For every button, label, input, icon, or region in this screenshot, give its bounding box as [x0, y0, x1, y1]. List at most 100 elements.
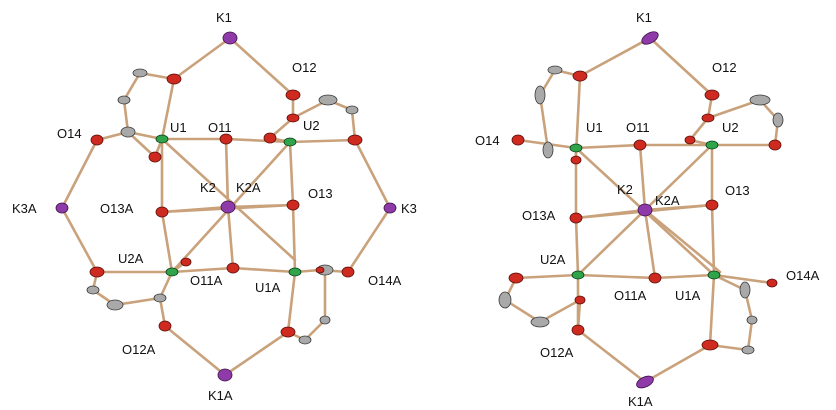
atom-o: [768, 139, 782, 151]
atom-u2a: [165, 267, 179, 277]
label-u2a: U2A: [118, 251, 144, 266]
atom-o12: [704, 89, 720, 101]
atom-o: [572, 70, 588, 82]
label-o11a: O11A: [614, 288, 647, 303]
atom-o11: [219, 133, 233, 145]
atom-o: [315, 266, 325, 274]
atom-o: [347, 134, 363, 146]
atom-k3a: [55, 202, 69, 214]
label-u2a: U2A: [540, 252, 566, 267]
label-o11: O11: [626, 120, 650, 135]
atom-c: [741, 345, 755, 355]
atom-k1a: [636, 375, 654, 389]
atom-c: [749, 94, 771, 106]
atom-c: [298, 335, 312, 345]
label-u1: U1: [586, 120, 603, 135]
label-k1: K1: [216, 10, 232, 25]
atom-c: [498, 291, 512, 309]
label-o14a: O14A: [368, 273, 402, 288]
atom-c: [132, 68, 148, 78]
atom-c: [319, 315, 331, 325]
atom-o13: [286, 199, 300, 211]
left-structure: K1 O12 O14 U1 O11 U2 K2 K2A K3A O13A O13…: [12, 10, 417, 403]
atom-k1a: [217, 368, 233, 382]
label-o12: O12: [292, 60, 317, 75]
atom-o12: [285, 89, 301, 101]
label-u2: U2: [722, 120, 739, 135]
atom-o12a: [158, 320, 172, 332]
label-o14a: O14A: [786, 268, 820, 283]
atom-o: [263, 132, 277, 144]
atom-c: [739, 281, 751, 299]
atom-o14a: [341, 266, 355, 278]
atom-u1: [155, 134, 169, 144]
atom-o: [574, 295, 586, 305]
atom-c: [547, 65, 563, 75]
label-u2: U2: [303, 118, 320, 133]
atom-o11a: [648, 272, 662, 284]
label-u1: U1: [170, 120, 187, 135]
atom-o: [148, 151, 162, 163]
label-k2: K2: [617, 182, 633, 197]
label-k1: K1: [636, 10, 652, 25]
right-structure: K1 O12 O14 U1 O11 U2 K2 K2A O13A O13 U2A…: [475, 10, 820, 409]
atom-o13a: [569, 212, 583, 224]
label-o12a: O12A: [540, 345, 574, 360]
atom-o: [570, 155, 582, 165]
label-k2: K2: [200, 180, 216, 195]
left-atoms: [55, 31, 397, 382]
label-k1a: K1A: [628, 394, 653, 409]
atom-o14: [511, 134, 525, 146]
atom-o: [701, 113, 715, 123]
atom-o: [286, 113, 300, 123]
label-o13: O13: [308, 186, 333, 201]
atom-o11: [633, 139, 647, 151]
label-o11: O11: [208, 120, 232, 135]
atom-c: [153, 293, 167, 303]
label-k3a: K3A: [12, 201, 37, 216]
atom-k1: [222, 31, 238, 45]
label-o13a: O13A: [522, 208, 556, 223]
atom-k2: [637, 203, 653, 217]
atom-o: [701, 339, 719, 351]
label-k2a: K2A: [655, 193, 680, 208]
atom-u1a: [288, 267, 302, 277]
right-atoms: [498, 31, 784, 389]
atom-o14a: [766, 278, 778, 288]
atom-c: [345, 105, 359, 115]
label-u1a: U1A: [675, 288, 701, 303]
atom-c: [117, 95, 131, 105]
atom-c: [106, 299, 124, 311]
atom-k2: [220, 200, 236, 214]
atom-u1: [569, 143, 583, 153]
atom-o11a: [226, 262, 240, 274]
atom-o12a: [571, 324, 585, 336]
atom-o: [180, 257, 192, 267]
label-o12: O12: [712, 60, 737, 75]
atom-u2a: [571, 270, 585, 280]
atom-o: [166, 73, 182, 85]
atom-o: [508, 272, 524, 284]
atom-u2: [705, 140, 719, 150]
atom-o: [684, 135, 696, 145]
atom-c: [746, 315, 758, 325]
label-k2a: K2A: [236, 180, 261, 195]
atom-c: [542, 141, 554, 159]
label-o11a: O11A: [190, 273, 223, 288]
atom-u1a: [707, 270, 721, 280]
atom-o13: [705, 199, 719, 211]
atom-o: [89, 266, 105, 278]
label-o13a: O13A: [100, 201, 134, 216]
label-k1a: K1A: [208, 388, 233, 403]
left-labels: K1 O12 O14 U1 O11 U2 K2 K2A K3A O13A O13…: [12, 10, 417, 403]
label-k3: K3: [401, 201, 417, 216]
atom-k1: [641, 31, 659, 45]
atom-c: [772, 112, 784, 128]
label-o14: O14: [57, 126, 82, 141]
atom-c: [120, 126, 136, 138]
atom-o13a: [155, 206, 169, 218]
label-o13: O13: [725, 183, 750, 198]
atom-o: [280, 326, 296, 338]
atom-c: [318, 94, 338, 106]
